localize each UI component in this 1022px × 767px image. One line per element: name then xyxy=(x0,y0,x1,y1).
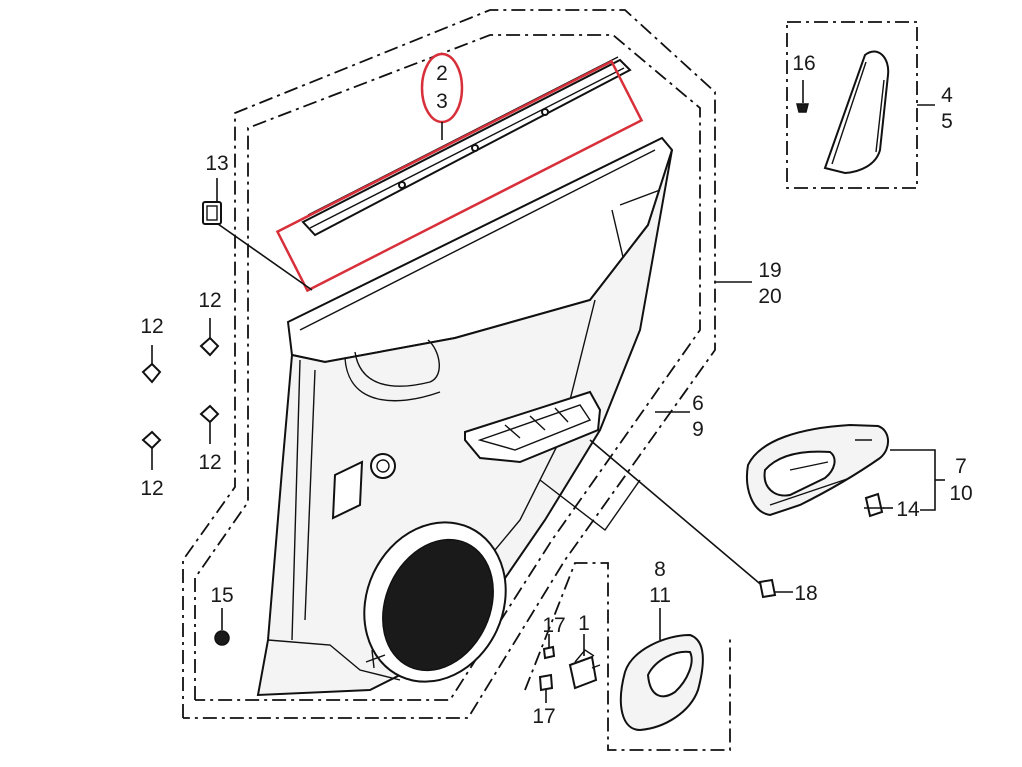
inner-handle-part-8-11 xyxy=(619,608,704,732)
highlight-box-part-2-3 xyxy=(275,59,644,293)
assembly-outline-19-20 xyxy=(182,9,716,719)
callout-15: 15 xyxy=(210,584,233,607)
screw-part-17-b xyxy=(538,673,554,703)
callout-9: 9 xyxy=(692,418,704,441)
callout-6: 6 xyxy=(692,392,704,415)
callout-13: 13 xyxy=(205,152,228,175)
callout-12-top-left: 12 xyxy=(140,315,163,338)
armrest-bezel-part-7-10 xyxy=(746,423,945,517)
switch-part-1 xyxy=(568,634,601,690)
callout-14: 14 xyxy=(896,498,920,521)
callout-2: 2 xyxy=(436,62,448,85)
callout-20: 20 xyxy=(758,285,781,308)
callout-7: 7 xyxy=(955,455,967,478)
callout-17-top: 17 xyxy=(542,614,565,637)
inset-box-8-11 xyxy=(524,562,731,751)
callout-3: 3 xyxy=(436,90,448,113)
plug-part-15 xyxy=(214,608,230,646)
clip-part-12-b xyxy=(199,318,220,357)
window-switch-panel xyxy=(464,390,641,532)
door-lining-panel xyxy=(256,136,674,697)
callout-16: 16 xyxy=(792,52,815,75)
clip-part-13 xyxy=(202,178,313,291)
screw-part-18 xyxy=(589,439,793,599)
callout-8: 8 xyxy=(654,558,666,581)
callout-10: 10 xyxy=(949,482,972,505)
clip-part-12-a xyxy=(141,345,162,384)
callout-1: 1 xyxy=(578,612,590,635)
callout-12-bottom-left: 12 xyxy=(140,477,163,500)
clip-part-12-d xyxy=(199,404,220,444)
callout-18: 18 xyxy=(794,582,817,605)
clip-part-12-c xyxy=(141,430,162,470)
callout-5: 5 xyxy=(941,110,953,133)
callout-12-bottom-right: 12 xyxy=(198,451,221,474)
callout-19: 19 xyxy=(758,259,781,282)
triangle-cover-part-4-5 xyxy=(823,50,935,175)
assembly-outline-6-9 xyxy=(194,34,701,701)
clip-part-16 xyxy=(796,80,809,113)
callout-17-bottom: 17 xyxy=(532,705,555,728)
inset-box-4-5 xyxy=(786,21,918,189)
clip-part-14 xyxy=(864,492,893,518)
screw-part-17-a xyxy=(542,634,556,660)
callout-4: 4 xyxy=(941,84,953,107)
callout-11: 11 xyxy=(649,584,671,607)
callout-12-top-right: 12 xyxy=(198,289,221,312)
